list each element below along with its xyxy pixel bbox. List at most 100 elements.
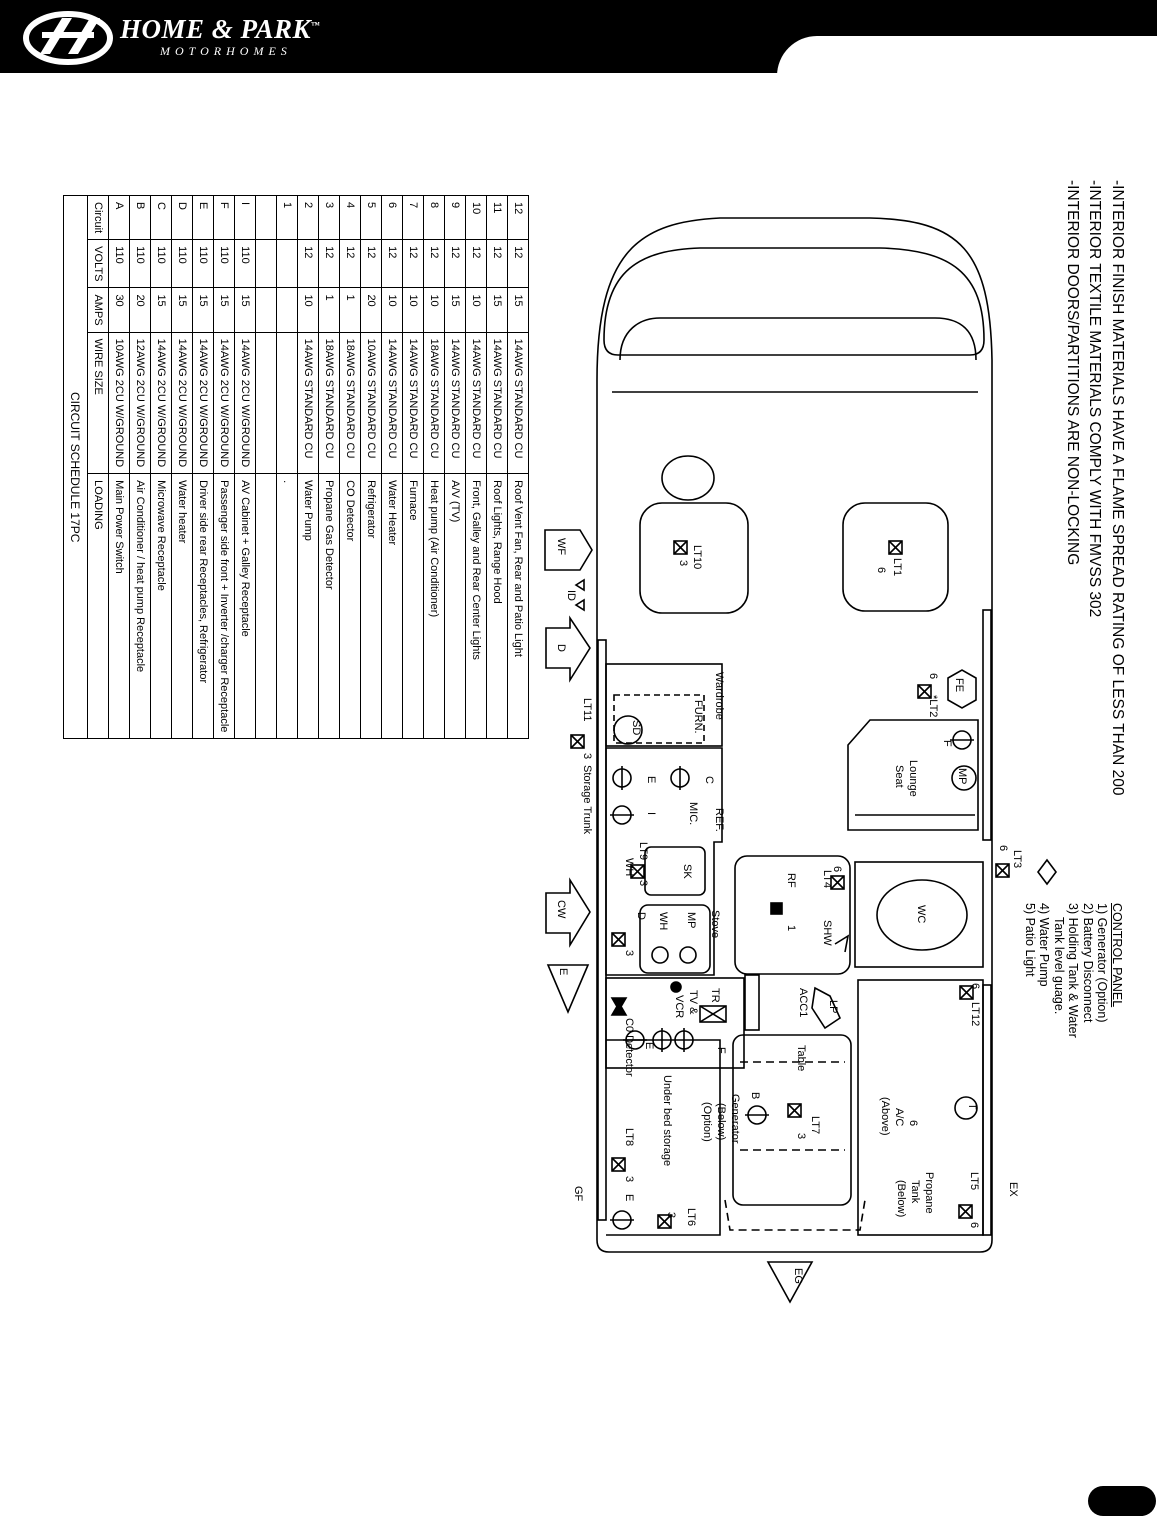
lbl-storage-trunk: Storage Trunk [581,765,593,835]
lbl-gen-3: (Option) [701,1102,713,1142]
lbl-stove-lt-n: 3 [623,950,635,956]
lbl-lt7-n: 3 [795,1133,807,1139]
brand-name: HOME & PARK™ [120,14,321,44]
lbl-wardrobe: Wardrobe [713,672,725,720]
lbl-tvvcr-2: VCR [673,995,685,1018]
lbl-lt4: LT4 [821,870,833,888]
lbl-lt3-n: 6 [997,845,1009,851]
lbl-wc: WC [915,905,927,923]
lbl-underbed: Under bed storage [661,1075,673,1166]
lbl-lp: LP [827,1000,839,1013]
wardrobe [605,663,723,747]
lbl-ref: REF. [713,808,725,832]
lbl-mic: MIC. [687,802,699,825]
lbl-stove-mp: MP [685,912,697,929]
lbl-lounge-2: Seat [893,765,905,788]
lbl-stove-wh: WH [657,912,669,930]
lounge-seat [847,719,979,831]
shower [734,855,851,975]
lbl-id: ID [565,590,577,601]
lbl-lt9-n: 3 [637,880,649,886]
lbl-ac-n: 6 [907,1120,919,1126]
lbl-lt11: LT11 [581,698,593,721]
light-symbols [570,540,1010,1229]
lbl-propane-3: (Below) [895,1180,907,1217]
fe-hex [947,669,977,709]
lbl-table: Table [795,1045,807,1071]
lbl-stove-d: D [635,912,647,920]
e-arrow [546,964,590,1015]
lbl-lt1: LT1 [891,558,903,576]
outlet-symbols [610,715,978,1230]
lp-pentagon [811,986,842,1030]
lbl-mic-i: I [645,812,657,815]
header-bar: HOME & PARK™ MOTORHOMES [0,0,1157,76]
lbl-lt12: LT12 [969,1002,981,1026]
page-number-pill [1088,1486,1156,1516]
lbl-mp: MP [956,768,968,785]
lbl-lt2-n: 6 [927,673,939,679]
tv-cabinet [605,977,745,1069]
stove [639,904,711,974]
lbl-lounge-1: Lounge [907,760,919,797]
lbl-sk: SK [681,864,693,879]
d-arrow [545,615,591,683]
toilet [876,879,968,951]
brand-subtitle: MOTORHOMES [160,44,292,58]
lbl-lt5: LT5 [968,1172,980,1190]
header-tab [777,36,1157,76]
lbl-lt9-wh: WH [623,858,635,876]
wf-arrow [544,529,593,571]
passenger-seat [842,502,949,612]
lbl-f: F [941,740,953,747]
lbl-furn: FURN. [692,700,704,734]
lbl-lt2: *LT2 [927,695,939,717]
lbl-stove: Stove [709,910,721,938]
lbl-gen-2: (Below) [715,1103,727,1140]
lbl-ac-above: (Above) [879,1097,891,1136]
lbl-c: C [703,776,715,784]
lbl-propane-2: Tank [909,1180,921,1204]
sink [644,846,706,896]
lbl-wf: WF [555,538,567,555]
lbl-lt10: LT10 [691,545,703,569]
lbl-ex: EX [1007,1182,1019,1197]
lbl-gen-1: Generator [729,1094,741,1144]
lbl-d: D [555,644,567,652]
lbl-lt10-n: 3 [677,560,689,566]
lbl-b: B [749,1092,761,1099]
lbl-lt8: LT8 [623,1128,635,1146]
lbl-mic-e: E [645,776,657,783]
lbl-tv-f: F [715,1047,727,1054]
bathroom [854,861,984,968]
lbl-tr: TR [709,988,721,1003]
lbl-lt6: LT6 [685,1208,697,1226]
lbl-cw: CW [555,900,567,919]
lbl-lt1-n: 6 [875,567,887,573]
lbl-co-detector: C0 Detector [623,1018,635,1077]
dashboard [603,247,985,356]
lbl-ac: A/C [893,1108,905,1126]
lbl-propane-1: Propane [923,1172,935,1214]
lbl-lt5-n: 6 [968,1222,980,1228]
lbl-lt3: LT3 [1011,850,1023,868]
plan-outline [596,217,993,1253]
lbl-eg: EG [792,1268,804,1284]
lbl-shw: SHW [821,920,833,946]
steering-wheel [661,455,715,501]
galley-counter [605,747,723,976]
lbl-lt8-n: 3 [623,1176,635,1182]
lbl-rf-n: 1 [785,925,797,931]
eg-arrow [766,1261,814,1304]
cw-arrow [545,877,591,948]
driver-seat [639,502,749,614]
lbl-e-arrow: E [557,968,569,975]
bed [732,1034,852,1206]
diamond-symbol [1037,858,1057,886]
lbl-acc1: ACC1 [797,988,809,1017]
lbl-lt4-n: 6 [831,866,843,872]
lbl-tvvcr-1: TV & [687,990,699,1015]
lbl-lt8-e: E [623,1194,635,1201]
lbl-fe: FE [953,678,965,692]
